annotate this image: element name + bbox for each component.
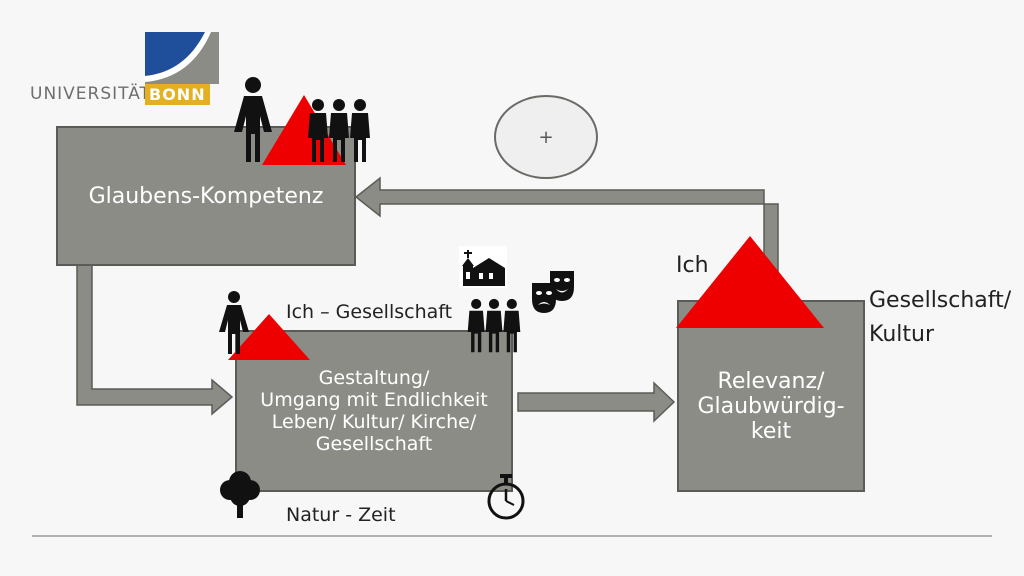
label-natur-zeit: Natur - Zeit bbox=[286, 504, 396, 526]
person-icon bbox=[219, 291, 249, 354]
relevanz-line-1: Relevanz/ bbox=[717, 368, 825, 394]
triangle-glaubens-icon bbox=[262, 95, 346, 165]
gestaltung-line-4: Gesellschaft bbox=[315, 433, 433, 455]
relevanz-box: Relevanz/ Glaubwürdig- keit bbox=[677, 300, 865, 492]
label-gesellschaft-kultur-1: Gesellschaft/ bbox=[869, 288, 1012, 313]
label-ich: Ich bbox=[676, 253, 709, 278]
plus-circle: + bbox=[494, 95, 598, 179]
group-icon bbox=[467, 298, 521, 353]
right-arrow bbox=[517, 381, 676, 423]
logo-mark-icon bbox=[145, 32, 219, 84]
label-gesellschaft-kultur-2: Kultur bbox=[869, 322, 935, 347]
gestaltung-line-2: Umgang mit Endlichkeit bbox=[260, 389, 488, 411]
relevanz-line-3: keit bbox=[750, 418, 792, 444]
theatre-masks-icon bbox=[532, 271, 574, 313]
glaubens-kompetenz-title: Glaubens-Kompetenz bbox=[88, 183, 324, 209]
feedback-arrow bbox=[354, 176, 779, 301]
down-arrow bbox=[76, 263, 234, 416]
logo-bonn: BONN bbox=[145, 84, 210, 105]
group-icon bbox=[308, 99, 370, 162]
person-icon bbox=[234, 77, 272, 162]
triangle-gestaltung-icon bbox=[228, 314, 310, 360]
tree-icon bbox=[220, 471, 260, 518]
label-ich-gesellschaft: Ich – Gesellschaft bbox=[286, 301, 453, 323]
triangle-relevanz-icon bbox=[676, 236, 824, 328]
relevanz-line-2: Glaubwürdig- bbox=[697, 393, 845, 419]
gestaltung-line-1: Gestaltung/ bbox=[318, 367, 430, 389]
university-logo: UNIVERSITÄT BONN bbox=[30, 30, 230, 110]
church-icon bbox=[459, 246, 507, 288]
plus-symbol: + bbox=[538, 126, 554, 148]
gestaltung-line-3: Leben/ Kultur/ Kirche/ bbox=[271, 411, 477, 433]
stopwatch-icon bbox=[487, 474, 525, 520]
logo-text: UNIVERSITÄT bbox=[30, 84, 151, 104]
